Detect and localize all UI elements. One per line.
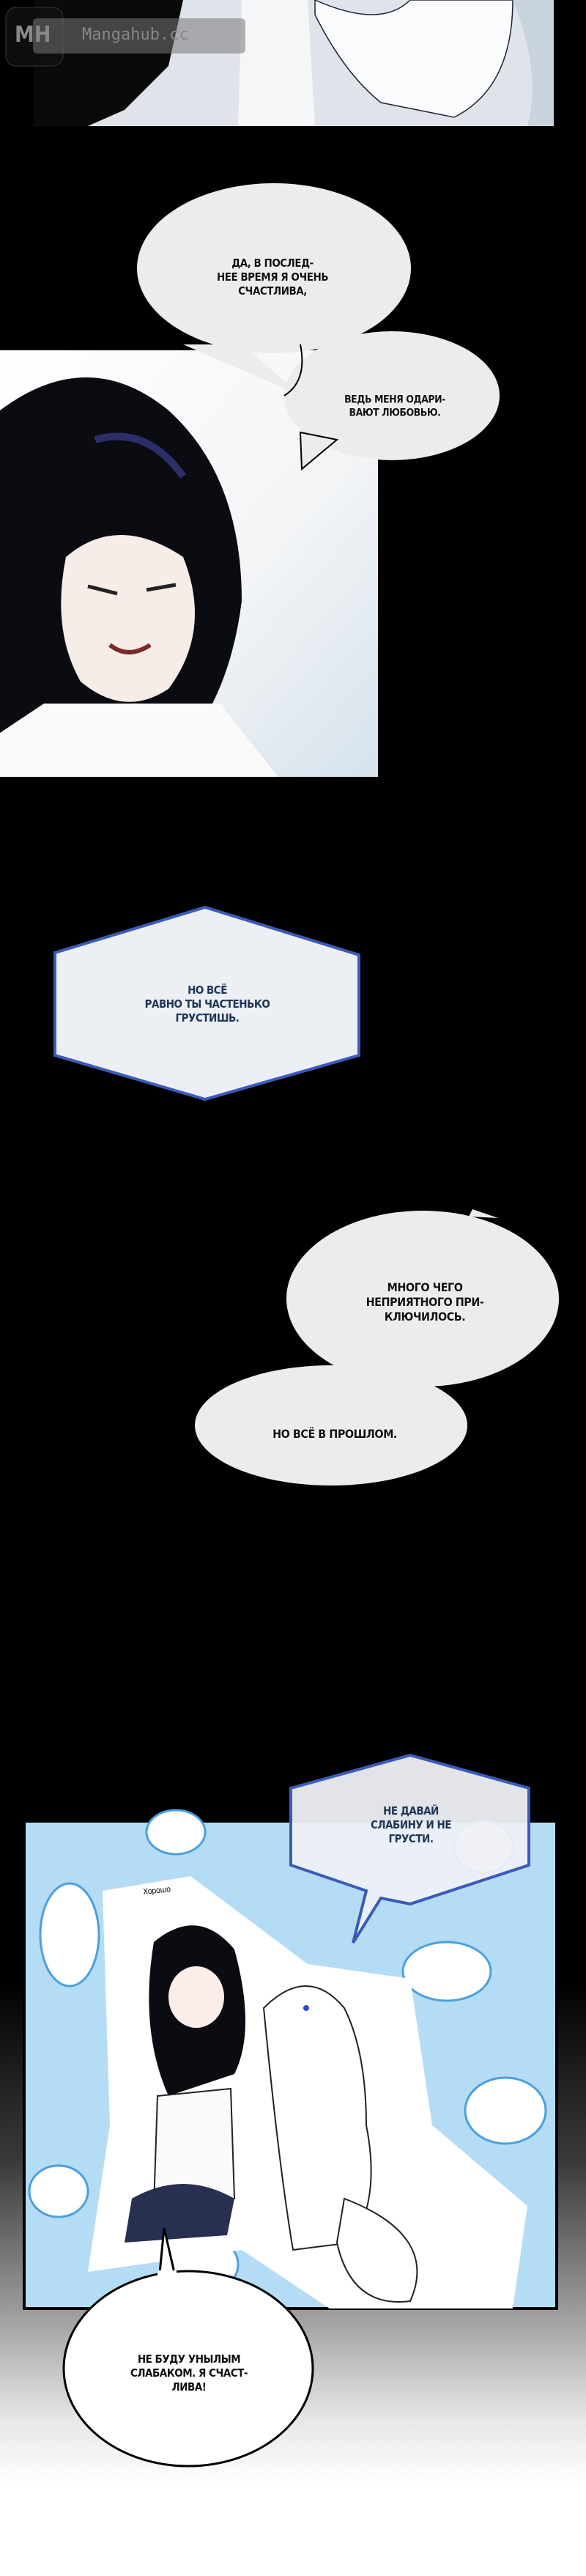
speech-bubble-2 [283,331,500,471]
watermark-logo: MH [15,22,51,48]
watermark-text: Mangahub.cc [82,26,189,44]
dog-panel [23,1809,558,2310]
caption-2-text: Не давай слабину и не грусти. [370,1804,452,1845]
caption-1-text: Но всё равно ты частенько грустишь. [144,983,270,1025]
speech-bubble-5 [62,2227,314,2468]
speech-bubble-1 [137,183,411,396]
speech-bubble-4 [195,1365,467,1486]
top-panel [34,0,554,126]
bubble-4-text: Но всё в прошлом. [272,1427,397,1441]
caption-box-2 [289,1753,530,1944]
bubble-2-text: Ведь меня одари- вают любовью. [344,394,445,419]
bubble-1-text: Да, в послед- нее время я очень счастлив… [216,256,329,298]
speech-bubble-3 [286,1209,559,1387]
watermark [5,7,245,67]
bubble-5-text: Не буду унылым слабаком. Я счаст- лива! [130,2352,248,2394]
caption-box-1 [53,905,360,1101]
bubble-3-text: Много чего неприятного при- ключилось. [366,1280,484,1324]
